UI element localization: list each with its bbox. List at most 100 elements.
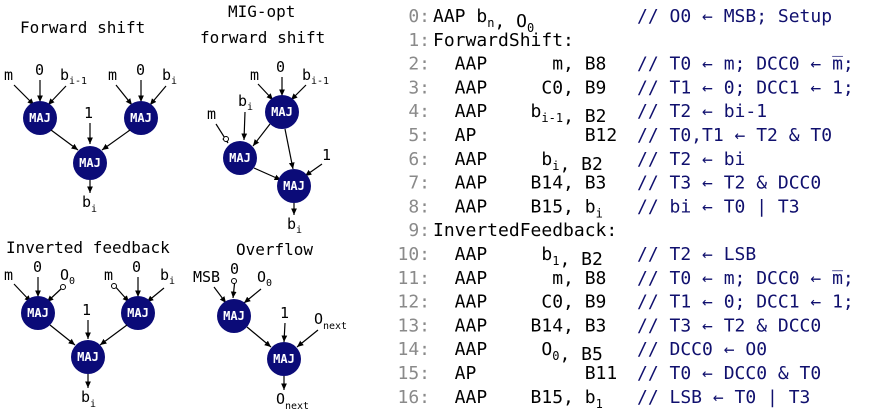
input-0-right: 0 xyxy=(132,258,141,276)
overflow-diagram: Overflow MSB 0 O 0 MAJ 1 O next MAJ O ne… xyxy=(193,240,347,412)
input-0-left: 0 xyxy=(35,61,44,79)
comment: // O0 ← MSB; Setup xyxy=(637,6,832,27)
code-line: 8: AAP B15, bi // bi ← T0 | T3 xyxy=(408,196,799,220)
maj-label: MAJ xyxy=(273,352,295,366)
o-next-out-sub: next xyxy=(285,401,309,412)
comment: // T0 ← DCC0 & T0 xyxy=(637,363,821,384)
comment: // T3 ← T2 & DCC0 xyxy=(637,315,821,336)
line-number: 6: xyxy=(408,149,430,170)
instruction: AAP bi, B2 xyxy=(433,149,603,175)
code-line: 6: AAP bi, B2 // T2 ← bi xyxy=(408,149,745,175)
input-0: 0 xyxy=(276,58,285,76)
input-b-left-sub: i-1 xyxy=(69,76,87,87)
maj-label: MAJ xyxy=(223,309,245,323)
inverted-feedback-title: Inverted feedback xyxy=(6,238,170,257)
line-number: 15: xyxy=(397,363,430,384)
instruction: AAP B14, B3 xyxy=(433,173,606,194)
maj-gate-top xyxy=(265,95,299,129)
code-line: 3: AAP C0, B9// T1 ← 0; DCC1 ← 1; xyxy=(408,77,853,98)
maj-gate-left xyxy=(21,296,55,330)
instruction: InvertedFeedback: xyxy=(433,220,617,241)
input-m-right: m xyxy=(108,66,117,84)
output-b-sub: i xyxy=(91,204,97,215)
inverter-bubble xyxy=(111,283,117,289)
line-number: 0: xyxy=(408,6,430,27)
line-number: 5: xyxy=(408,125,430,146)
code-line: 15: AP B11// T0 ← DCC0 & T0 xyxy=(397,363,821,384)
code-line: 14: AAP O0, B5// DCC0 ← O0 xyxy=(397,339,767,365)
line-number: 2: xyxy=(408,54,430,75)
maj-label: MAJ xyxy=(27,306,49,320)
comment: // T2 ← bi xyxy=(637,149,745,170)
instruction: AAP B15, bi xyxy=(433,196,603,220)
mig-opt-diagram: MIG-opt forward shift m 0 b i-1 MAJ b i … xyxy=(200,2,331,236)
input-b-right: b xyxy=(162,66,171,84)
instruction: AAP C0, B9 xyxy=(433,292,606,313)
comment: // T2 ← LSB xyxy=(637,244,756,265)
input-o-left-sub: 0 xyxy=(69,276,75,287)
code-line: 9:InvertedFeedback: xyxy=(408,220,617,241)
maj-label: MAJ xyxy=(77,350,99,364)
code-line: 4: AAP bi-1, B2// T2 ← bi-1 xyxy=(408,101,767,127)
maj-label: MAJ xyxy=(79,156,101,170)
output-b-sub: i xyxy=(90,399,96,410)
line-number: 9: xyxy=(408,220,430,241)
inverter-bubble xyxy=(231,278,237,284)
comment: // DCC0 ← O0 xyxy=(637,339,767,360)
line-number: 1: xyxy=(408,30,430,51)
input-b-right-sub: i xyxy=(171,76,177,87)
maj-gate-top xyxy=(217,299,251,333)
const-1: 1 xyxy=(82,301,91,319)
inverter-bubble xyxy=(60,284,66,290)
output-b-sub: i xyxy=(296,225,302,236)
line-number: 8: xyxy=(408,196,430,217)
o-next-in: O xyxy=(314,310,323,328)
maj-gate-mid xyxy=(223,141,257,175)
instruction: ForwardShift: xyxy=(433,30,574,51)
input-b-right-sub: i xyxy=(169,276,175,287)
maj-label: MAJ xyxy=(127,306,149,320)
o-next-out: O xyxy=(276,390,285,408)
instruction: AP B12 xyxy=(433,125,617,146)
input-b-right: b xyxy=(160,266,169,284)
maj-label: MAJ xyxy=(130,111,152,125)
maj-gate-output xyxy=(73,146,107,180)
code-listing: 0:AAP bn, O0// O0 ← MSB; Setup1:ForwardS… xyxy=(397,6,853,411)
code-line: 12: AAP C0, B9// T1 ← 0; DCC1 ← 1; xyxy=(397,292,853,313)
maj-label: MAJ xyxy=(283,179,305,193)
const-1: 1 xyxy=(322,146,331,164)
input-m-left: m xyxy=(4,266,13,284)
code-line: 7: AAP B14, B3// T3 ← T2 & DCC0 xyxy=(408,173,821,194)
maj-label: MAJ xyxy=(271,105,293,119)
input-b-left: b xyxy=(60,66,69,84)
comment: // bi ← T0 | T3 xyxy=(637,196,800,217)
maj-label: MAJ xyxy=(29,111,51,125)
line-number: 16: xyxy=(397,387,430,408)
comment: // T0 ← m; DCC0 ← m̅; xyxy=(637,268,854,289)
code-line: 2: AAP m, B8// T0 ← m; DCC0 ← m̅; xyxy=(408,54,853,75)
input-0: 0 xyxy=(230,260,239,278)
output-b: b xyxy=(82,193,91,211)
comment: // T1 ← 0; DCC1 ← 1; xyxy=(637,292,854,313)
overflow-title: Overflow xyxy=(236,240,313,259)
const-1: 1 xyxy=(84,104,93,122)
line-number: 4: xyxy=(408,101,430,122)
code-line: 1:ForwardShift: xyxy=(408,30,574,51)
mig-opt-title-line2: forward shift xyxy=(200,28,325,47)
instruction: AAP b1, B2 xyxy=(433,244,603,270)
inverter-bubble xyxy=(223,136,229,142)
forward-shift-title: Forward shift xyxy=(20,18,145,37)
comment: // LSB ← T0 | T3 xyxy=(637,387,810,408)
code-line: 13: AAP B14, B3// T3 ← T2 & DCC0 xyxy=(397,315,821,336)
line-number: 11: xyxy=(397,268,430,289)
comment: // T0,T1 ← T2 & T0 xyxy=(637,125,832,146)
maj-gate-right xyxy=(124,101,158,135)
maj-gate-output xyxy=(277,169,311,203)
input-o: O xyxy=(257,268,266,286)
maj-gate-output xyxy=(267,342,301,376)
code-line: 11: AAP m, B8// T0 ← m; DCC0 ← m̅; xyxy=(397,268,853,289)
line-number: 13: xyxy=(397,315,430,336)
instruction: AAP O0, B5 xyxy=(433,339,603,365)
instruction: AAP bi-1, B2 xyxy=(433,101,606,127)
